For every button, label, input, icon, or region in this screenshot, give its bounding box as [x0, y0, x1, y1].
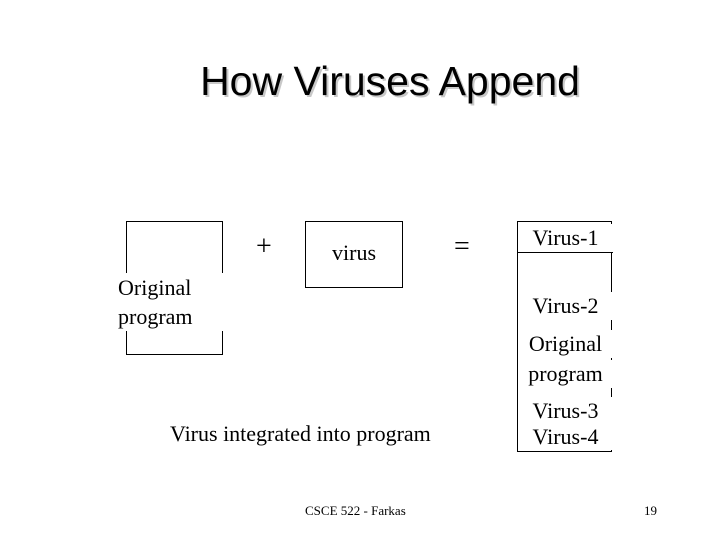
virus-2-label: Virus-2	[518, 292, 613, 320]
virus-3-label: Virus-3	[518, 397, 613, 425]
segment-divider	[518, 252, 613, 253]
original-program-line1: Original	[518, 330, 613, 358]
plus-sign: +	[256, 231, 272, 262]
original-label-line1: Original	[118, 275, 192, 300]
diagram-caption: Virus integrated into program	[170, 421, 431, 446]
virus-label: virus	[332, 240, 376, 265]
footer-text: CSCE 522 - Farkas	[305, 503, 406, 518]
virus-1-label: Virus-1	[518, 224, 613, 252]
slide-title: How Viruses Append	[200, 58, 580, 104]
original-program-label: Original program	[118, 273, 228, 331]
equals-sign: =	[454, 231, 470, 262]
virus-4-label: Virus-4	[518, 424, 613, 450]
virus-box	[305, 221, 403, 288]
original-label-line2: program	[118, 304, 193, 329]
original-program-line2: program	[518, 360, 613, 388]
infected-program-box: Virus-1 Virus-2 Original program Virus-3…	[517, 221, 613, 452]
page-number: 19	[644, 503, 657, 518]
